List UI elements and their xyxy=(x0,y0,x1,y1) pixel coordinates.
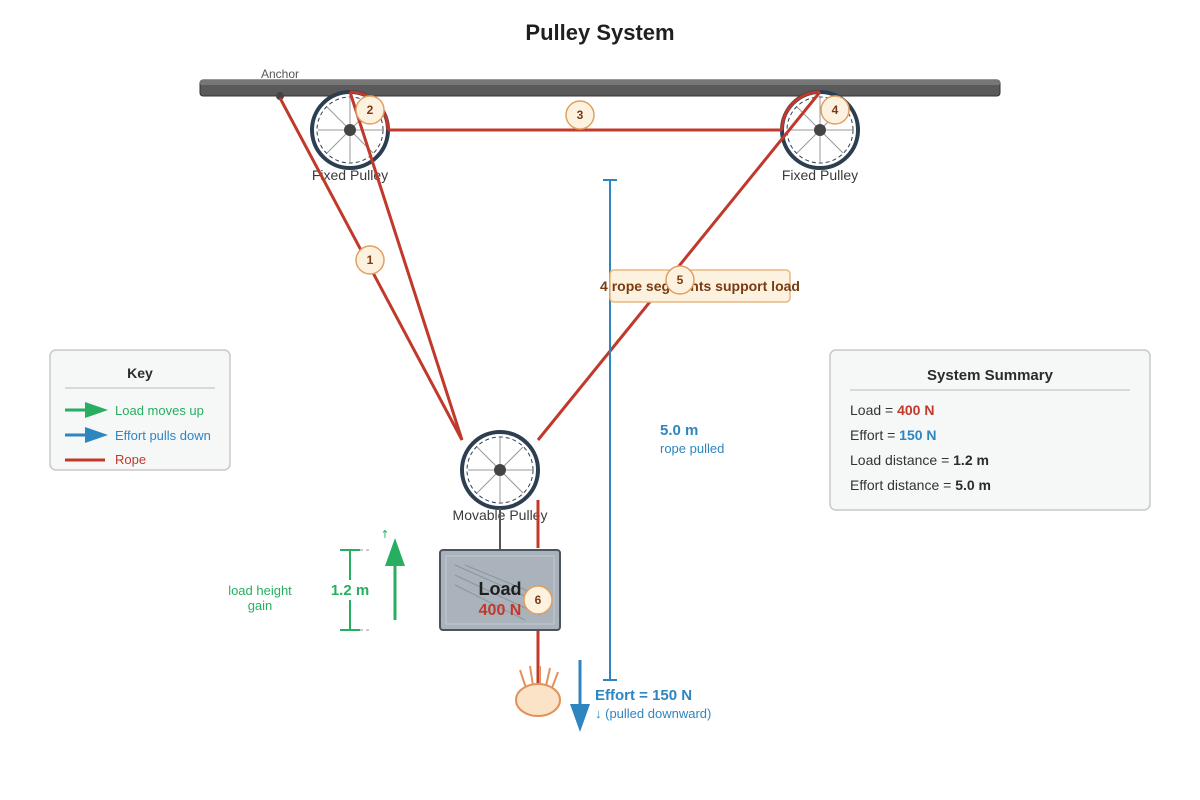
key-item-effort: Effort pulls down xyxy=(65,427,211,443)
load-height-label-line1: load height xyxy=(228,583,292,598)
segment-marker-2: 2 xyxy=(355,95,385,125)
segment-marker-6: 6 xyxy=(523,585,553,615)
movable-pulley xyxy=(460,430,540,510)
key-panel: Key Load moves up Effort pulls down Rope xyxy=(49,349,231,471)
load-height-value: 1.2 m xyxy=(331,582,369,599)
segment-marker-4-text: 4 xyxy=(832,103,839,117)
hand-icon xyxy=(515,665,561,717)
ceiling-beam-highlight xyxy=(200,80,1000,85)
summary-row-effort: Effort = 150 N xyxy=(850,427,937,443)
anchor-label: Anchor xyxy=(261,67,299,81)
key-title: Key xyxy=(127,365,153,381)
summary-row-effort-label: Effort = xyxy=(850,427,899,443)
page-title: Pulley System xyxy=(525,20,674,45)
summary-row-load-distance: Load distance = 1.2 m xyxy=(850,452,989,468)
load-label: Load xyxy=(479,579,522,599)
load-up-glyph: ↑ xyxy=(380,528,389,541)
summary-row-effort-distance-label: Effort distance = xyxy=(850,477,955,493)
summary-panel: System Summary Load = 400 N Effort = 150… xyxy=(829,349,1151,511)
load-weight: 400 N xyxy=(479,602,522,619)
summary-row-load-distance-label: Load distance = xyxy=(850,452,953,468)
segment-marker-5-text: 5 xyxy=(677,273,684,287)
summary-row-load-distance-value: 1.2 m xyxy=(953,452,989,468)
summary-row-load-label: Load = xyxy=(850,402,897,418)
segment-marker-1-text: 1 xyxy=(367,253,374,267)
load-up-arrow xyxy=(385,538,405,620)
segment-marker-2-text: 2 xyxy=(367,103,374,117)
key-item-rope-label: Rope xyxy=(115,452,146,467)
segment-marker-1: 1 xyxy=(355,245,385,275)
summary-row-load-value: 400 N xyxy=(897,402,934,418)
rope-distance-value: 5.0 m xyxy=(660,422,698,439)
key-item-effort-label: Effort pulls down xyxy=(115,428,211,443)
anchor-point xyxy=(276,92,284,100)
segment-marker-3: 3 xyxy=(565,100,595,130)
effort-arrow xyxy=(570,660,590,732)
segment-marker-4: 4 xyxy=(820,95,850,125)
effort-note: ↓ (pulled downward) xyxy=(595,706,711,721)
segment-marker-6-text: 6 xyxy=(535,593,542,607)
support-callout-box xyxy=(609,269,791,303)
key-item-rope: Rope xyxy=(65,452,146,467)
segment-marker-5: 5 xyxy=(665,265,695,295)
summary-row-effort-value: 150 N xyxy=(899,427,936,443)
load-height-value-bg xyxy=(328,580,372,600)
fixed-pulley-left-label: Fixed Pulley xyxy=(312,167,388,183)
summary-row-effort-distance: Effort distance = 5.0 m xyxy=(850,477,991,493)
summary-row-effort-distance-value: 5.0 m xyxy=(955,477,991,493)
rope-distance-line xyxy=(603,179,617,681)
fixed-pulley-right-label: Fixed Pulley xyxy=(782,167,858,183)
key-item-load-up-label: Load moves up xyxy=(115,403,204,418)
summary-title: System Summary xyxy=(927,367,1054,384)
support-callout-text: 4 rope segments support load xyxy=(600,278,800,294)
summary-row-load: Load = 400 N xyxy=(850,402,934,418)
effort-label: Effort = 150 N xyxy=(595,687,692,704)
load-height-label-line2: gain xyxy=(248,598,273,613)
key-item-load-up: Load moves up xyxy=(65,402,204,418)
segment-marker-3-text: 3 xyxy=(577,108,584,122)
rope-distance-label: rope pulled xyxy=(660,441,724,456)
